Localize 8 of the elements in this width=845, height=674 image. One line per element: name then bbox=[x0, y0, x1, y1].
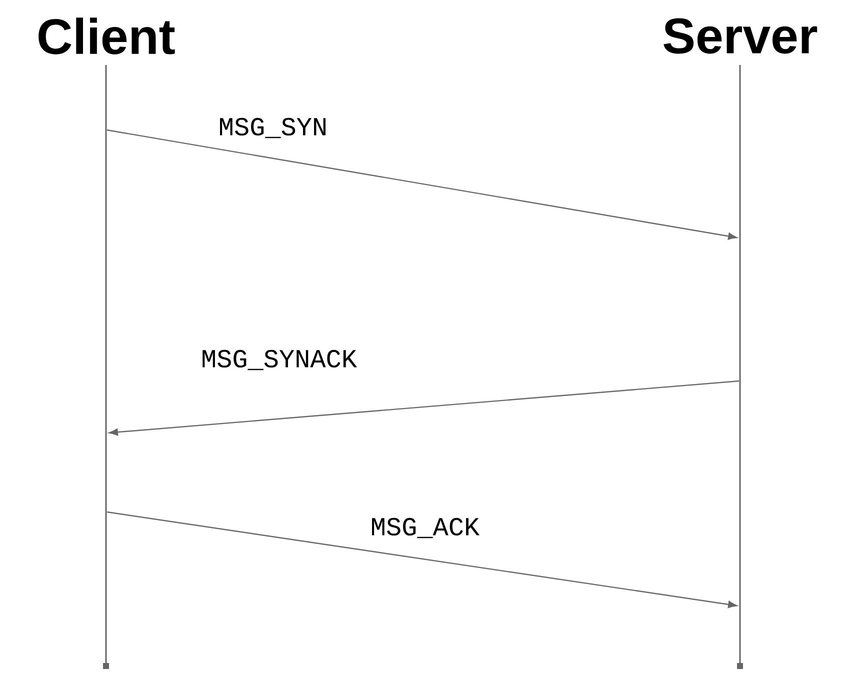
arrow bbox=[106, 129, 738, 240]
edge-label: MSG_SYNACK bbox=[200, 348, 358, 372]
arrow bbox=[108, 380, 740, 436]
heading: Client bbox=[38, 18, 175, 54]
edge-label: MSG_SYN bbox=[217, 116, 329, 140]
edge-label: MSG_ACK bbox=[369, 516, 481, 540]
arrow bbox=[106, 511, 738, 608]
heading: Server bbox=[664, 18, 818, 54]
